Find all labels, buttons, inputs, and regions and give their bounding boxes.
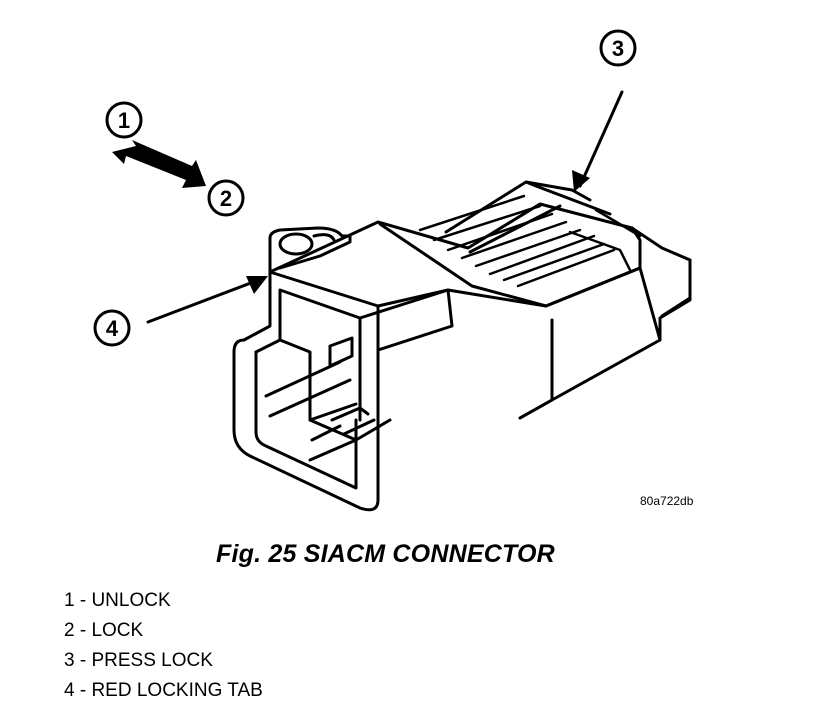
callout-circles (93, 29, 637, 347)
connector-front-opening (232, 270, 454, 512)
legend-list: 1 - UNLOCK 2 - LOCK 3 - PRESS LOCK 4 - R… (64, 586, 263, 706)
red-locking-tab (268, 226, 352, 274)
callout-circle-4 (93, 309, 131, 347)
arrow-locking-tab (146, 276, 266, 324)
unlock-lock-double-arrow (112, 140, 206, 188)
connector-housing (268, 180, 692, 420)
callout-circle-1 (105, 101, 143, 139)
legend-item-lock: 2 - LOCK (64, 620, 144, 641)
callout-number-3: 3 (612, 36, 624, 61)
connector-illustration: 1 2 3 4 (93, 29, 692, 512)
figure-caption: Fig. 25 SIACM CONNECTOR (216, 540, 555, 568)
callout-arrows (146, 90, 624, 324)
callout-number-4: 4 (106, 316, 119, 341)
press-lock-ribs (418, 194, 642, 288)
callout-circle-3 (599, 29, 637, 67)
arrow-press-lock (578, 90, 624, 188)
arrow-head-3 (572, 170, 590, 192)
callout-number-2: 2 (220, 186, 232, 211)
legend-item-press-lock: 3 - PRESS LOCK (64, 650, 213, 671)
figure-code: 80a722db (640, 494, 694, 508)
callout-number-1: 1 (118, 108, 130, 133)
legend-item-unlock: 1 - UNLOCK (64, 590, 171, 611)
legend-item-red-locking-tab: 4 - RED LOCKING TAB (64, 680, 263, 701)
callout-circle-2 (207, 179, 245, 217)
arrow-head-4 (246, 276, 268, 294)
connector-diagram: 1 2 3 4 (93, 29, 692, 512)
